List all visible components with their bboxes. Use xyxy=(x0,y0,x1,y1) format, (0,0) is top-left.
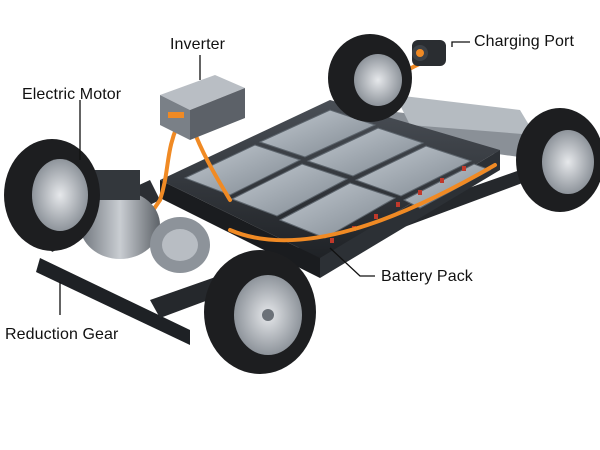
wheel-front-left xyxy=(4,139,100,251)
wheel-rear-right xyxy=(516,108,600,212)
drive-unit xyxy=(80,170,210,273)
label-reduction-gear: Reduction Gear xyxy=(5,326,119,343)
leader-lines xyxy=(59,41,470,315)
label-inverter: Inverter xyxy=(170,36,226,53)
label-battery-pack: Battery Pack xyxy=(381,268,473,285)
label-electric-motor: Electric Motor xyxy=(22,86,122,103)
charging-port-unit xyxy=(412,40,446,66)
battery-cells xyxy=(183,109,492,239)
wheel-rear-left xyxy=(328,34,412,122)
wheel-front-right xyxy=(204,250,316,374)
inverter-unit xyxy=(160,75,245,140)
label-charging-port: Charging Port xyxy=(474,33,575,50)
